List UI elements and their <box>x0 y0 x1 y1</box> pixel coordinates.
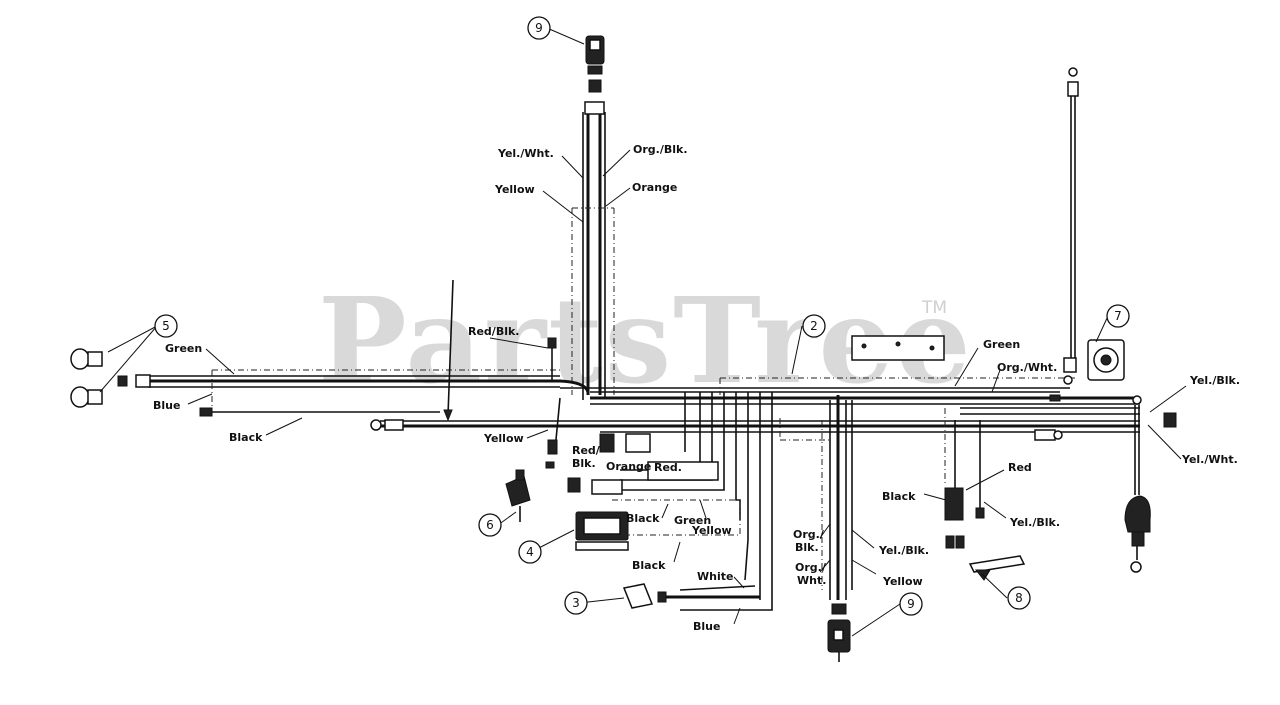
label-yellow-box: Yellow <box>691 524 732 537</box>
ignition-switch-top <box>585 35 605 93</box>
label-yel-wht-far-right: Yel./Wht. <box>1181 453 1238 466</box>
ignition-switch-bottom <box>827 603 851 662</box>
label-orange-top: Orange <box>632 181 677 194</box>
terminal-sleeve-left <box>384 419 404 431</box>
label-black-box: Black <box>626 512 660 525</box>
right-terminal-small <box>1049 394 1061 402</box>
label-yel-blk-center: Yel./Blk. <box>878 544 929 557</box>
label-org-blk-top: Org./Blk. <box>633 143 688 156</box>
label-orange-lower: Orange <box>606 460 651 473</box>
yel-blk-terminal <box>975 507 985 519</box>
callout-3 <box>564 591 588 615</box>
callout-5 <box>154 314 178 338</box>
label-red-blk-lower-b: Blk. <box>572 457 596 470</box>
callout-9-bottom <box>899 592 923 616</box>
label-black-left: Black <box>229 431 263 444</box>
label-green-right: Green <box>983 338 1020 351</box>
label-yellow-top: Yellow <box>494 183 535 196</box>
label-yel-blk-far-right: Yel./Blk. <box>1189 374 1240 387</box>
terminal-pair-b <box>955 535 965 549</box>
component-7 <box>1087 339 1125 381</box>
label-yel-blk-right-low: Yel./Blk. <box>1009 516 1060 529</box>
label-blue-bottom: Blue <box>693 620 720 633</box>
callout-4-label: 4 <box>526 545 534 559</box>
label-green-left: Green <box>165 342 202 355</box>
terminal-pair-a <box>945 535 955 549</box>
ring-terminal-right <box>1053 430 1063 440</box>
seat-switch-lead <box>1124 395 1151 573</box>
label-black-lower: Black <box>632 559 666 572</box>
callout-2 <box>802 314 826 338</box>
ring-terminal-left <box>370 419 382 431</box>
callout-7 <box>1106 304 1130 328</box>
callout-5-label: 5 <box>162 319 170 333</box>
label-yellow-center: Yellow <box>882 575 923 588</box>
callout-2-label: 2 <box>810 319 818 333</box>
right-connector <box>1163 412 1177 428</box>
center-components <box>567 433 719 495</box>
callout-8 <box>1007 586 1031 610</box>
label-red-blk-mid: Red/Blk. <box>468 325 519 338</box>
callout-9-top-label: 9 <box>535 21 543 35</box>
right-rod <box>1063 67 1079 385</box>
label-white: White <box>697 570 733 583</box>
label-red-right: Red <box>1008 461 1032 474</box>
callout-7-label: 7 <box>1114 309 1122 323</box>
terminal-sleeve-right <box>1034 429 1056 441</box>
component-4 <box>575 499 741 551</box>
label-red-blk-lower-a: Red/ <box>572 444 601 457</box>
label-yel-wht-top: Yel./Wht. <box>497 147 554 160</box>
mounting-bracket <box>851 335 945 361</box>
callout-9-bottom-label: 9 <box>907 597 915 611</box>
callout-3-label: 3 <box>572 596 580 610</box>
callout-6 <box>478 513 502 537</box>
yellow-terminal <box>545 461 555 469</box>
label-red-lower: Red. <box>654 461 682 474</box>
yellow-connector <box>547 439 558 455</box>
label-org-wht-right-b: Wht. <box>797 574 826 587</box>
callout-4 <box>518 540 542 564</box>
label-org-blk-right-a: Org./ <box>793 528 825 541</box>
trademark-mark: TM <box>922 298 948 318</box>
label-org-wht-right-a: Org./ <box>795 561 827 574</box>
label-black-right: Black <box>882 490 916 503</box>
component-6 <box>505 469 531 522</box>
callout-6-label: 6 <box>486 518 494 532</box>
label-yellow-mid: Yellow <box>483 432 524 445</box>
trunk-grommet <box>584 101 605 115</box>
lead-tip <box>443 409 453 422</box>
component-8 <box>968 555 1026 581</box>
component-3 <box>622 583 760 609</box>
leader-lines <box>99 27 1187 637</box>
callout-9-top <box>527 16 551 40</box>
vertical-lead-left <box>447 279 454 416</box>
callout-8-label: 8 <box>1015 591 1023 605</box>
relay-right <box>944 487 964 521</box>
label-green-box: Green <box>674 514 711 527</box>
headlight-bulbs <box>70 348 213 417</box>
red-blk-connector <box>547 337 557 349</box>
label-blue-left: Blue <box>153 399 180 412</box>
label-org-wht-right: Org./Wht. <box>997 361 1057 374</box>
main-harness <box>148 101 1140 611</box>
label-org-blk-right-b: Blk. <box>795 541 819 554</box>
